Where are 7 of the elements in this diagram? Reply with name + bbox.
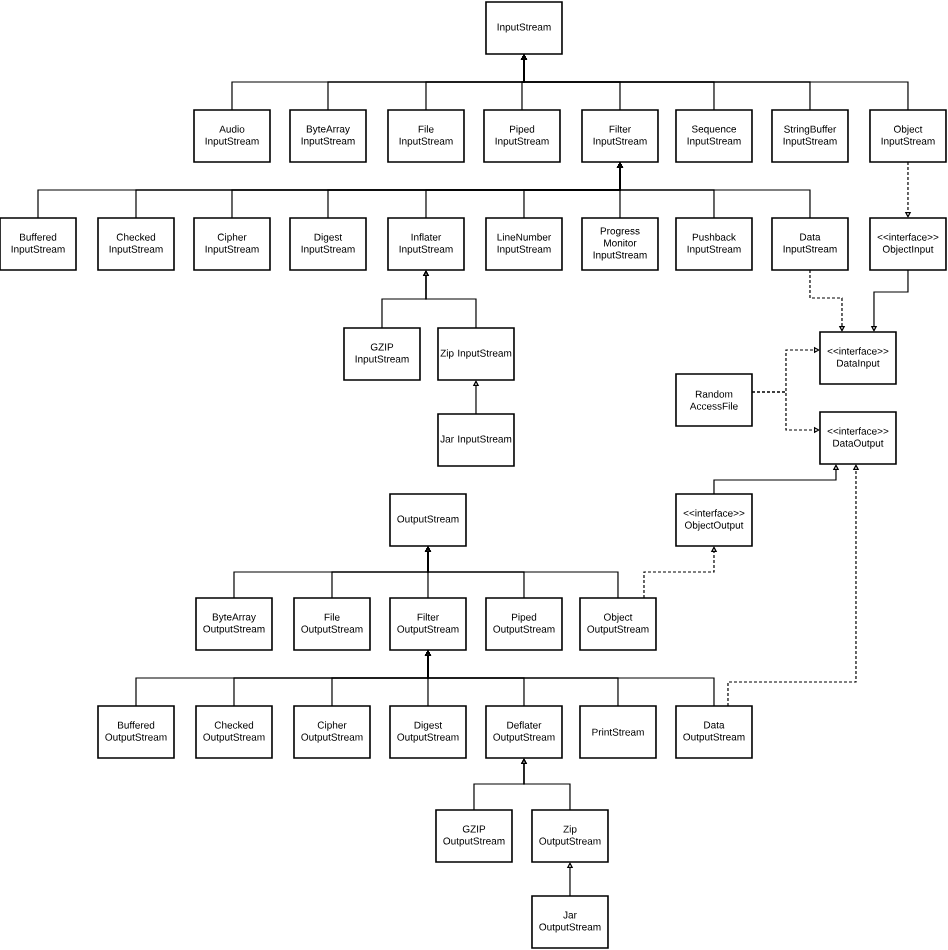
arrow xyxy=(520,54,909,111)
arrow xyxy=(422,270,477,329)
arrow xyxy=(616,162,811,219)
arrow xyxy=(424,546,619,599)
arrow xyxy=(424,650,715,707)
dashed-arrow xyxy=(809,269,846,332)
arrow xyxy=(520,758,571,811)
